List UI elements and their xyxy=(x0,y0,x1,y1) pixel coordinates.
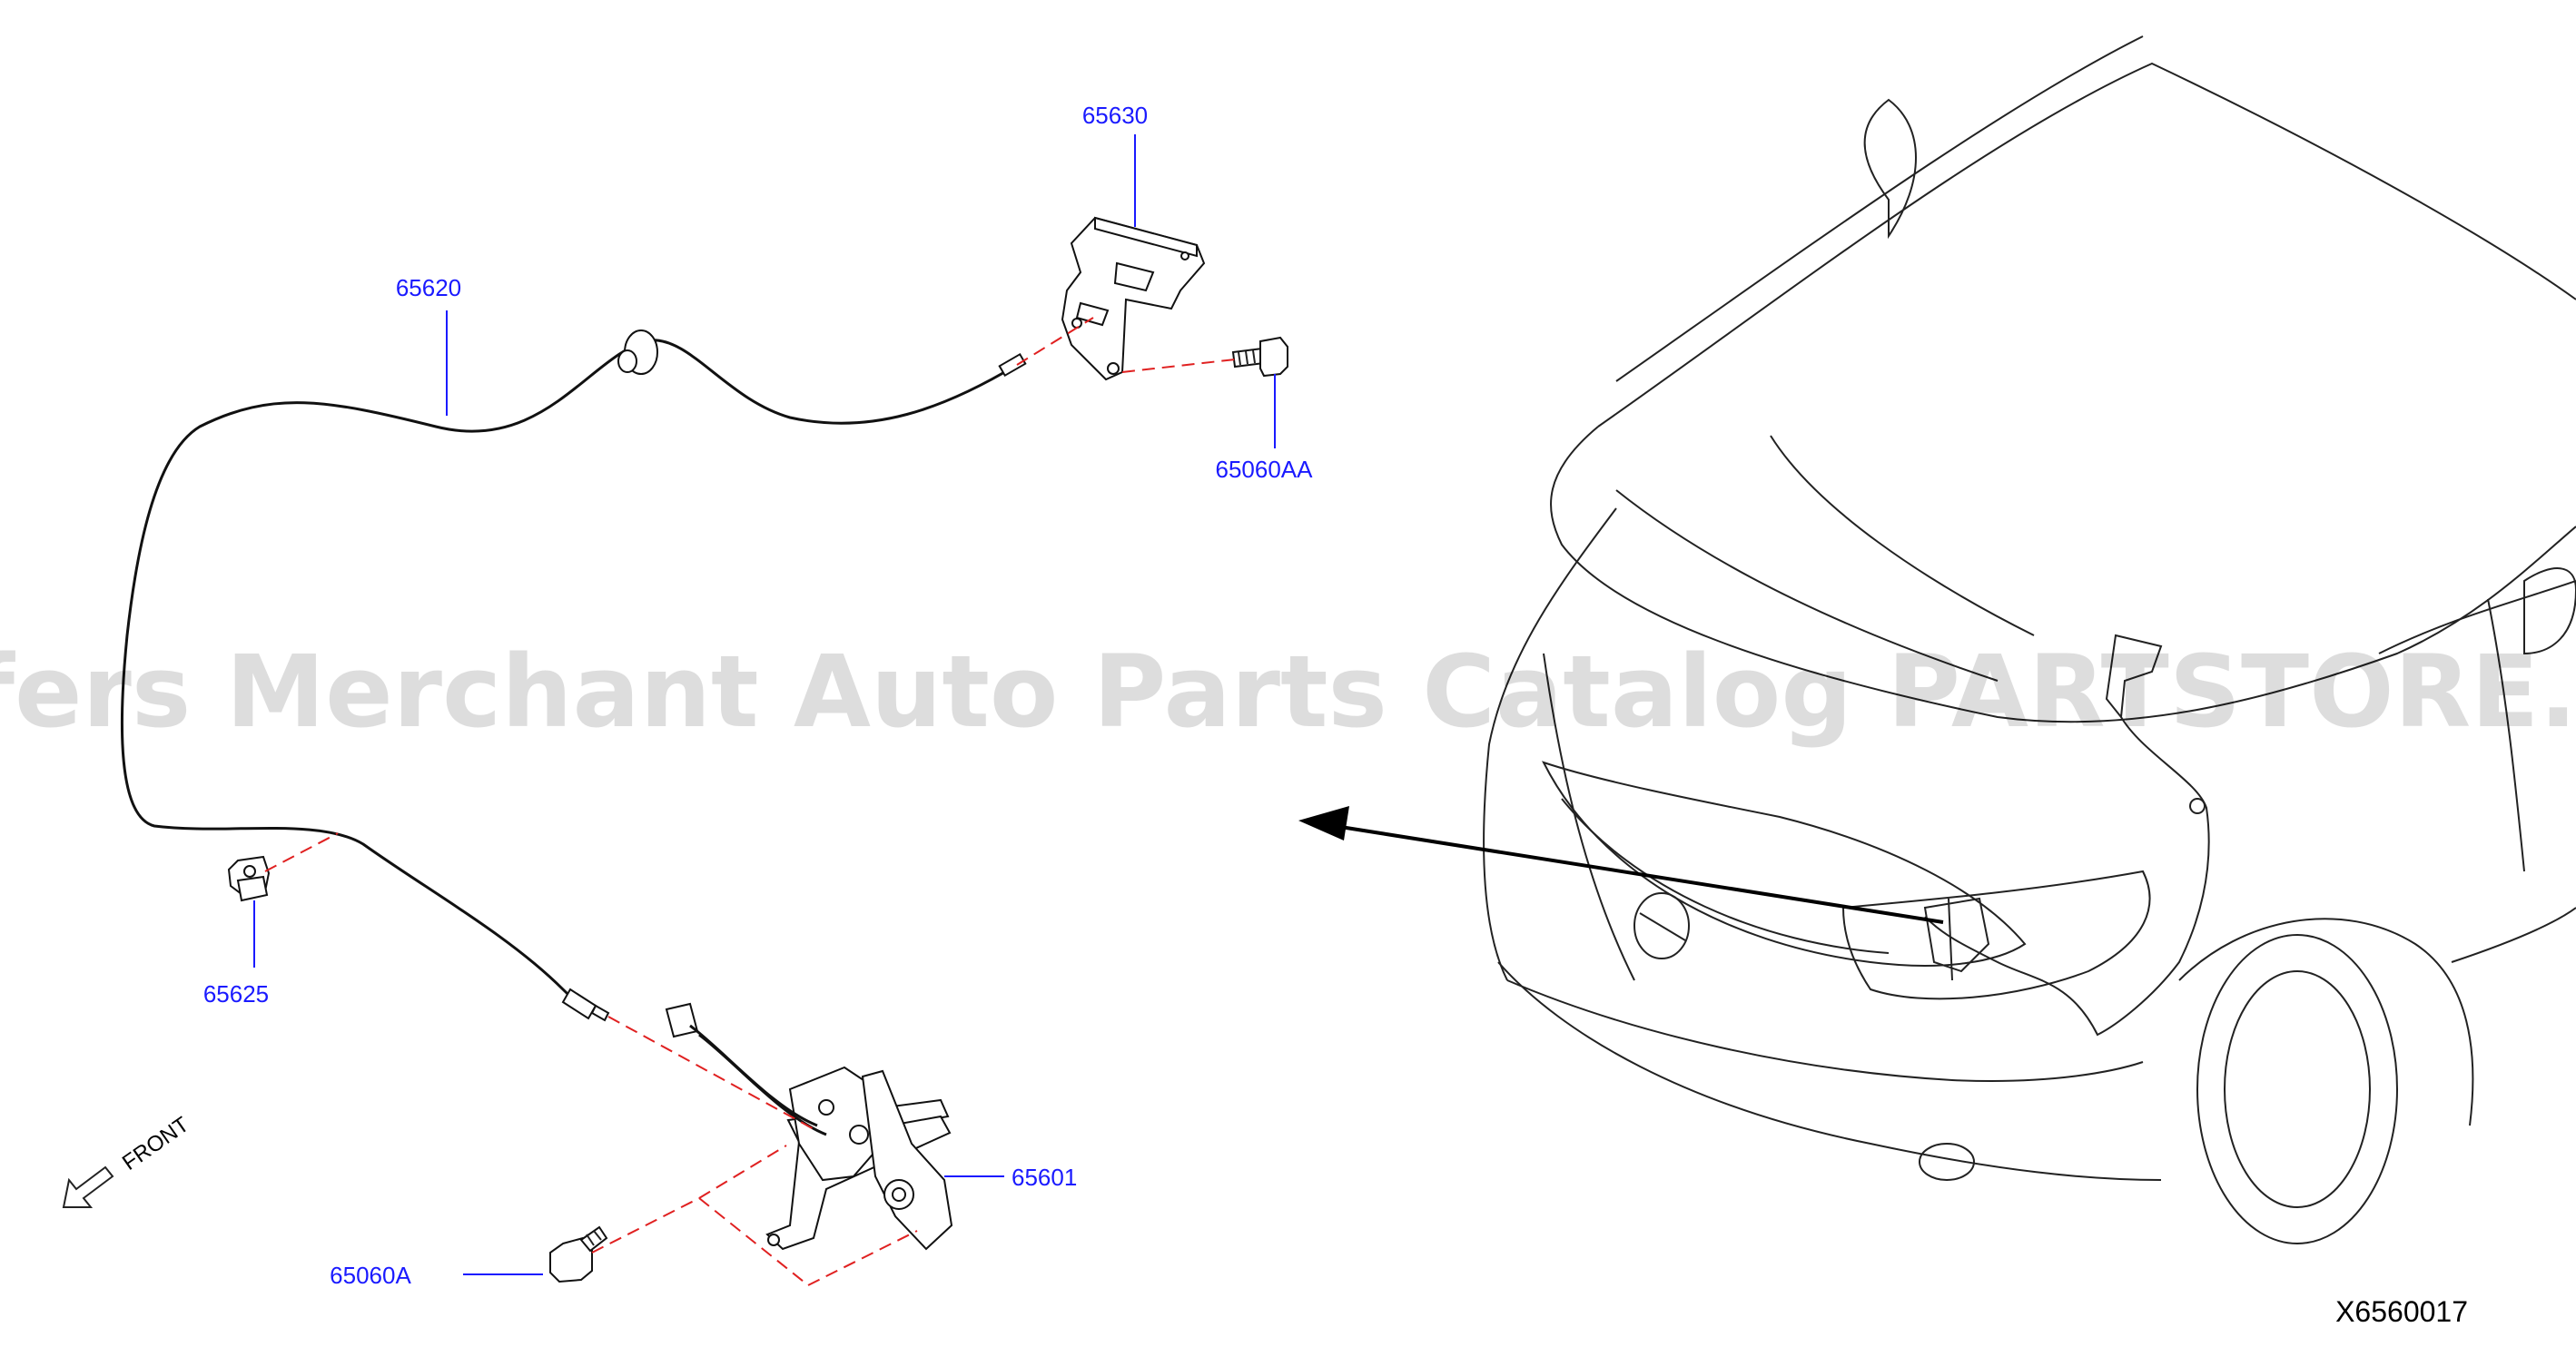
lock-bolt[interactable] xyxy=(549,1225,608,1283)
callout-65060A: 65060A xyxy=(330,1262,411,1289)
diagram-reference-code: X6560017 xyxy=(2335,1295,2468,1328)
callout-65630: 65630 xyxy=(1082,102,1148,129)
front-arrow-icon xyxy=(62,1165,114,1208)
hood-lock-control[interactable] xyxy=(1061,216,1206,381)
handle-bolt[interactable] xyxy=(1231,336,1288,378)
callout-65060AA: 65060AA xyxy=(1216,456,1314,483)
callout-65620: 65620 xyxy=(396,274,461,301)
cable-clip[interactable] xyxy=(227,855,271,902)
hood-lock-cable[interactable] xyxy=(120,329,1027,1022)
callout-65601: 65601 xyxy=(1012,1164,1077,1191)
vehicle-context-view xyxy=(1483,35,2576,1244)
leader-lines xyxy=(253,134,1276,1275)
cable-end-fitting xyxy=(561,988,597,1020)
front-direction-indicator: FRONT xyxy=(62,1112,193,1208)
lock-connector xyxy=(665,1002,699,1038)
assembly-lines xyxy=(264,317,1236,1286)
hood-lock[interactable] xyxy=(665,1002,953,1251)
brand-emblem xyxy=(1633,892,1690,959)
callout-arrow xyxy=(1298,806,1944,924)
watermark-text: Offers Merchant Auto Parts Catalog PARTS… xyxy=(0,634,2576,750)
front-label: FRONT xyxy=(118,1112,193,1175)
callout-65625: 65625 xyxy=(203,980,269,1008)
